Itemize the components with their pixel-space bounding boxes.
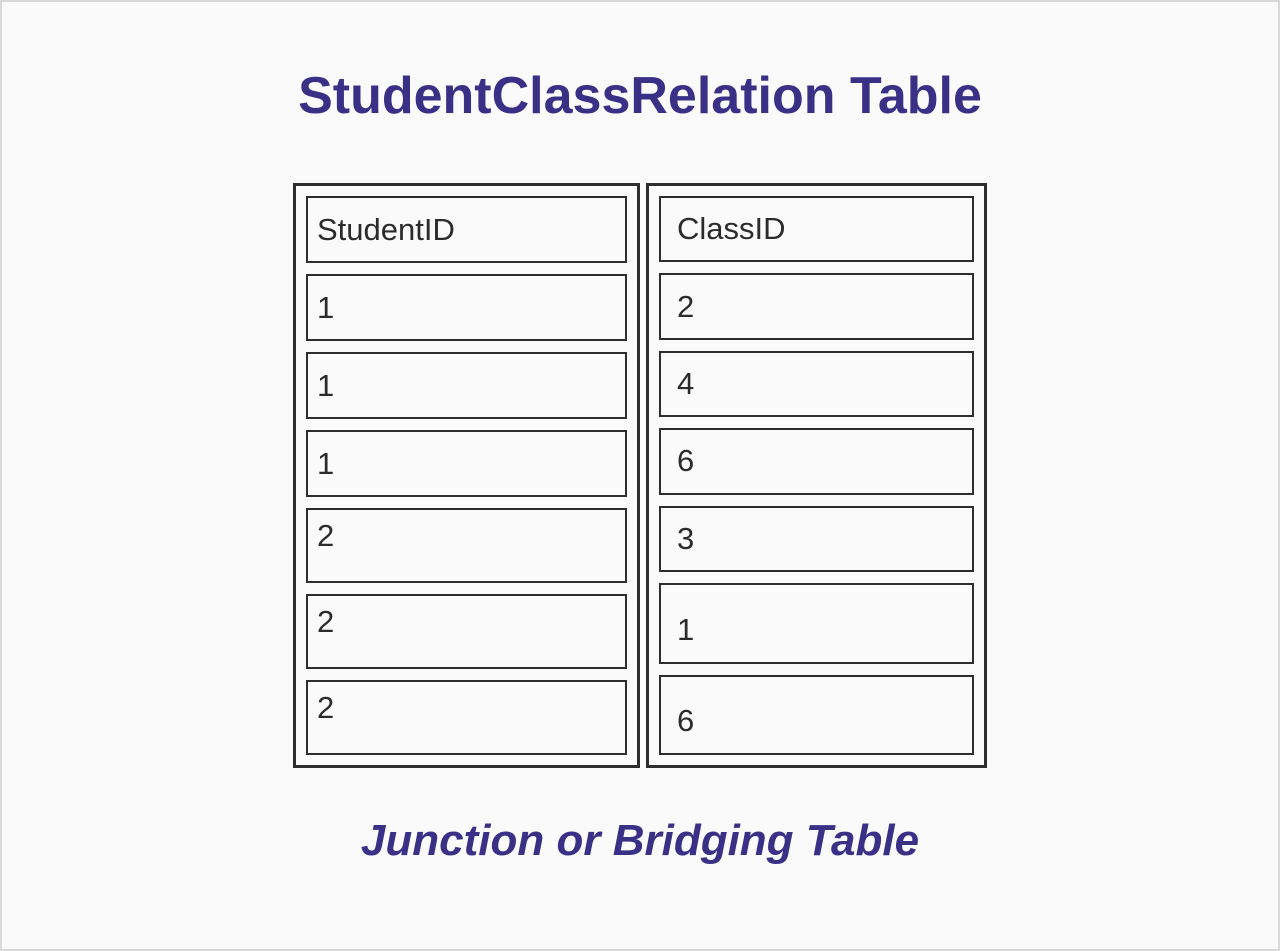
column-header-cell: ClassID bbox=[659, 196, 974, 263]
diagram-caption: Junction or Bridging Table bbox=[360, 816, 920, 865]
table-cell: 1 bbox=[306, 352, 627, 419]
junction-table: StudentID 1 1 1 2 2 2 ClassID 2 4 6 3 1 … bbox=[293, 183, 987, 768]
studentid-column-box: StudentID 1 1 1 2 2 2 bbox=[293, 183, 640, 768]
classid-column-box: ClassID 2 4 6 3 1 6 bbox=[646, 183, 987, 768]
table-cell: 1 bbox=[306, 274, 627, 341]
diagram-title: StudentClassRelation Table bbox=[298, 67, 982, 125]
table-cell: 2 bbox=[659, 273, 974, 340]
table-cell: 1 bbox=[306, 430, 627, 497]
table-cell: 1 bbox=[659, 583, 974, 664]
column-header-cell: StudentID bbox=[306, 196, 627, 263]
table-cell: 4 bbox=[659, 350, 974, 418]
table-cell: 6 bbox=[659, 674, 974, 755]
table-cell: 3 bbox=[659, 505, 974, 573]
table-cell: 2 bbox=[306, 594, 627, 669]
table-cell: 2 bbox=[306, 680, 627, 755]
table-cell: 2 bbox=[306, 508, 627, 583]
table-cell: 6 bbox=[659, 428, 974, 495]
